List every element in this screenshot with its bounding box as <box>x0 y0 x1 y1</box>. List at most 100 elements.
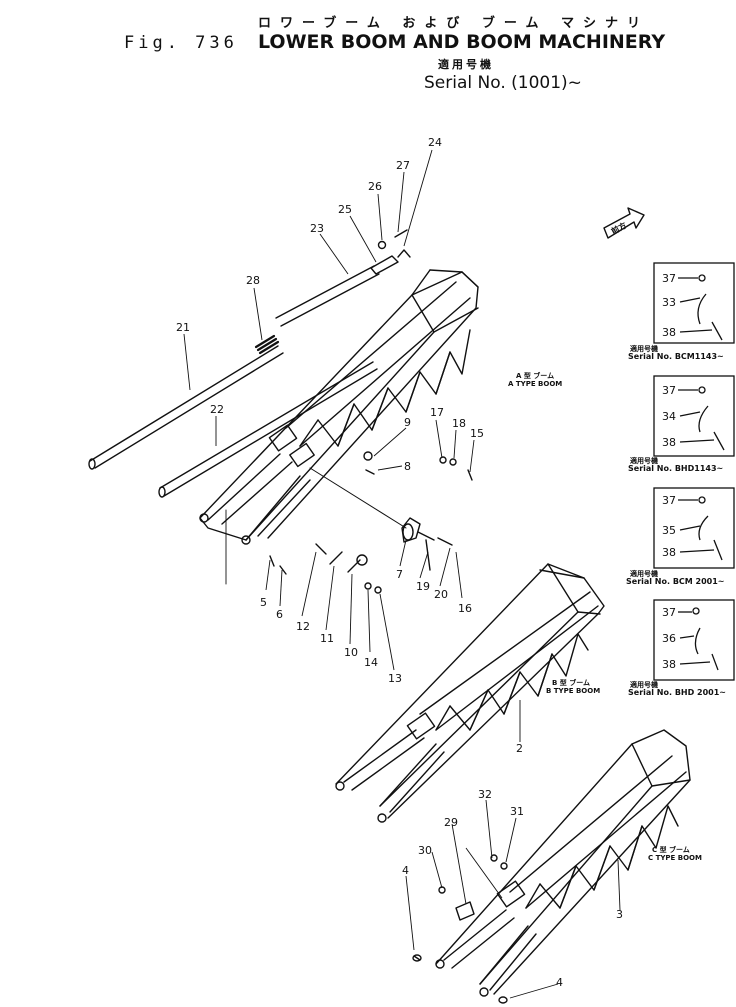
inset-3-part-38: 38 <box>662 546 676 559</box>
inset-3-applicable-jp: 適用号機 <box>630 570 658 578</box>
callout-30: 30 <box>418 844 432 857</box>
inset-4-part-37: 37 <box>662 606 676 619</box>
serial-number: Serial No. (1001)~ <box>424 73 582 93</box>
pin-15 <box>467 469 473 481</box>
callout-21: 21 <box>176 321 190 334</box>
cap-4b <box>498 996 508 1004</box>
callout-27: 27 <box>396 159 410 172</box>
callout-6: 6 <box>276 608 283 621</box>
callout-26: 26 <box>368 180 382 193</box>
callout-11: 11 <box>320 632 334 645</box>
inset-frames <box>653 262 735 681</box>
callout-22: 22 <box>210 403 224 416</box>
c-boom-label: C TYPE BOOM <box>648 854 702 862</box>
cap-4a <box>413 955 421 961</box>
callout-12: 12 <box>296 620 310 633</box>
callout-23: 23 <box>310 222 324 235</box>
clip-19 <box>425 539 431 571</box>
callout-leaders <box>183 149 621 999</box>
pin-26 <box>377 240 387 250</box>
callout-28: 28 <box>246 274 260 287</box>
inset-1-serial: Serial No. BCM1143~ <box>628 352 724 361</box>
callout-10: 10 <box>344 646 358 659</box>
callout-14: 14 <box>364 656 378 669</box>
bolt-32 <box>490 854 498 862</box>
callout-29: 29 <box>444 816 458 829</box>
b-boom-label-jp: B 型 ブーム <box>552 679 590 687</box>
inset-3-frame <box>653 487 735 569</box>
bolt-20 <box>437 537 453 546</box>
pin-10 <box>347 559 361 573</box>
pin-11 <box>329 551 343 565</box>
nut-8 <box>365 469 375 475</box>
callout-20: 20 <box>434 588 448 601</box>
inset-2-part-37: 37 <box>662 384 676 397</box>
callout-19: 19 <box>416 580 430 593</box>
page-title: LOWER BOOM AND BOOM MACHINERY <box>258 31 666 53</box>
callout-9: 9 <box>404 416 411 429</box>
inset-1-part-37: 37 <box>662 272 676 285</box>
bolt-5 <box>269 555 275 567</box>
a-boom-label-jp: A 型 ブーム <box>516 372 555 380</box>
inset-2-part-38: 38 <box>662 436 676 449</box>
bracket-29 <box>455 901 475 921</box>
pin-24 <box>397 249 411 258</box>
spring-28 <box>254 334 280 355</box>
bolt-12 <box>315 543 327 555</box>
inset-1-frame <box>653 262 735 344</box>
shaft-23 <box>275 265 380 327</box>
inset-2-applicable-jp: 適用号機 <box>630 457 658 465</box>
callout-24: 24 <box>428 136 442 149</box>
nut-31 <box>500 862 508 870</box>
c-type-boom <box>435 729 691 997</box>
callout-4a: 4 <box>402 864 409 877</box>
callout-32: 32 <box>478 788 492 801</box>
coupling-25 <box>370 255 399 275</box>
inset-1-part-38: 38 <box>662 326 676 339</box>
inset-4-part-36: 36 <box>662 632 676 645</box>
inset-3-serial: Serial No. BCM 2001~ <box>626 577 725 586</box>
c-boom-label-jp: C 型 ブーム <box>652 846 690 854</box>
inset-4-frame <box>653 599 735 681</box>
inset-4-part-38: 38 <box>662 658 676 671</box>
washer-9 <box>363 451 373 461</box>
callout-2: 2 <box>516 742 523 755</box>
shaft-21 <box>88 345 284 470</box>
inset-1-part-33: 33 <box>662 296 676 309</box>
callout-16: 16 <box>458 602 472 615</box>
inset-1-applicable-jp: 適用号機 <box>630 345 658 353</box>
callout-8: 8 <box>404 460 411 473</box>
washer-13 <box>374 586 382 594</box>
inset-2-frame <box>653 375 735 457</box>
callout-25: 25 <box>338 203 352 216</box>
bolt-6 <box>279 565 287 575</box>
callout-5: 5 <box>260 596 267 609</box>
inset-2-serial: Serial No. BHD1143~ <box>628 464 724 473</box>
inset-2-part-34: 34 <box>662 410 676 423</box>
inset-3-part-37: 37 <box>662 494 676 507</box>
inset-3-part-35: 35 <box>662 524 676 537</box>
callout-numbers: 24 27 26 25 23 28 21 22 9 8 17 18 15 5 6… <box>176 136 676 989</box>
callout-7: 7 <box>396 568 403 581</box>
callout-17: 17 <box>430 406 444 419</box>
callout-13: 13 <box>388 672 402 685</box>
b-boom-label: B TYPE BOOM <box>546 687 601 695</box>
callout-18: 18 <box>452 417 466 430</box>
inset-4-applicable-jp: 適用号機 <box>630 681 658 689</box>
callout-31: 31 <box>510 805 524 818</box>
inset-4-serial: Serial No. BHD 2001~ <box>628 688 727 697</box>
callout-15: 15 <box>470 427 484 440</box>
applicable-jp: 適用号機 <box>438 58 494 71</box>
direction-arrow-icon <box>603 207 645 239</box>
pin-27 <box>394 229 408 238</box>
b-type-boom <box>335 563 605 823</box>
japanese-title: ロワーブーム および ブーム マシナリ <box>258 16 650 31</box>
figure-label: Fig. 736 <box>124 33 238 53</box>
a-boom-label: A TYPE BOOM <box>508 380 563 388</box>
bracket-7 <box>401 517 421 543</box>
callout-4b: 4 <box>556 976 563 989</box>
a-type-boom <box>199 269 479 545</box>
callout-3: 3 <box>616 908 623 921</box>
nut-14 <box>364 582 372 590</box>
